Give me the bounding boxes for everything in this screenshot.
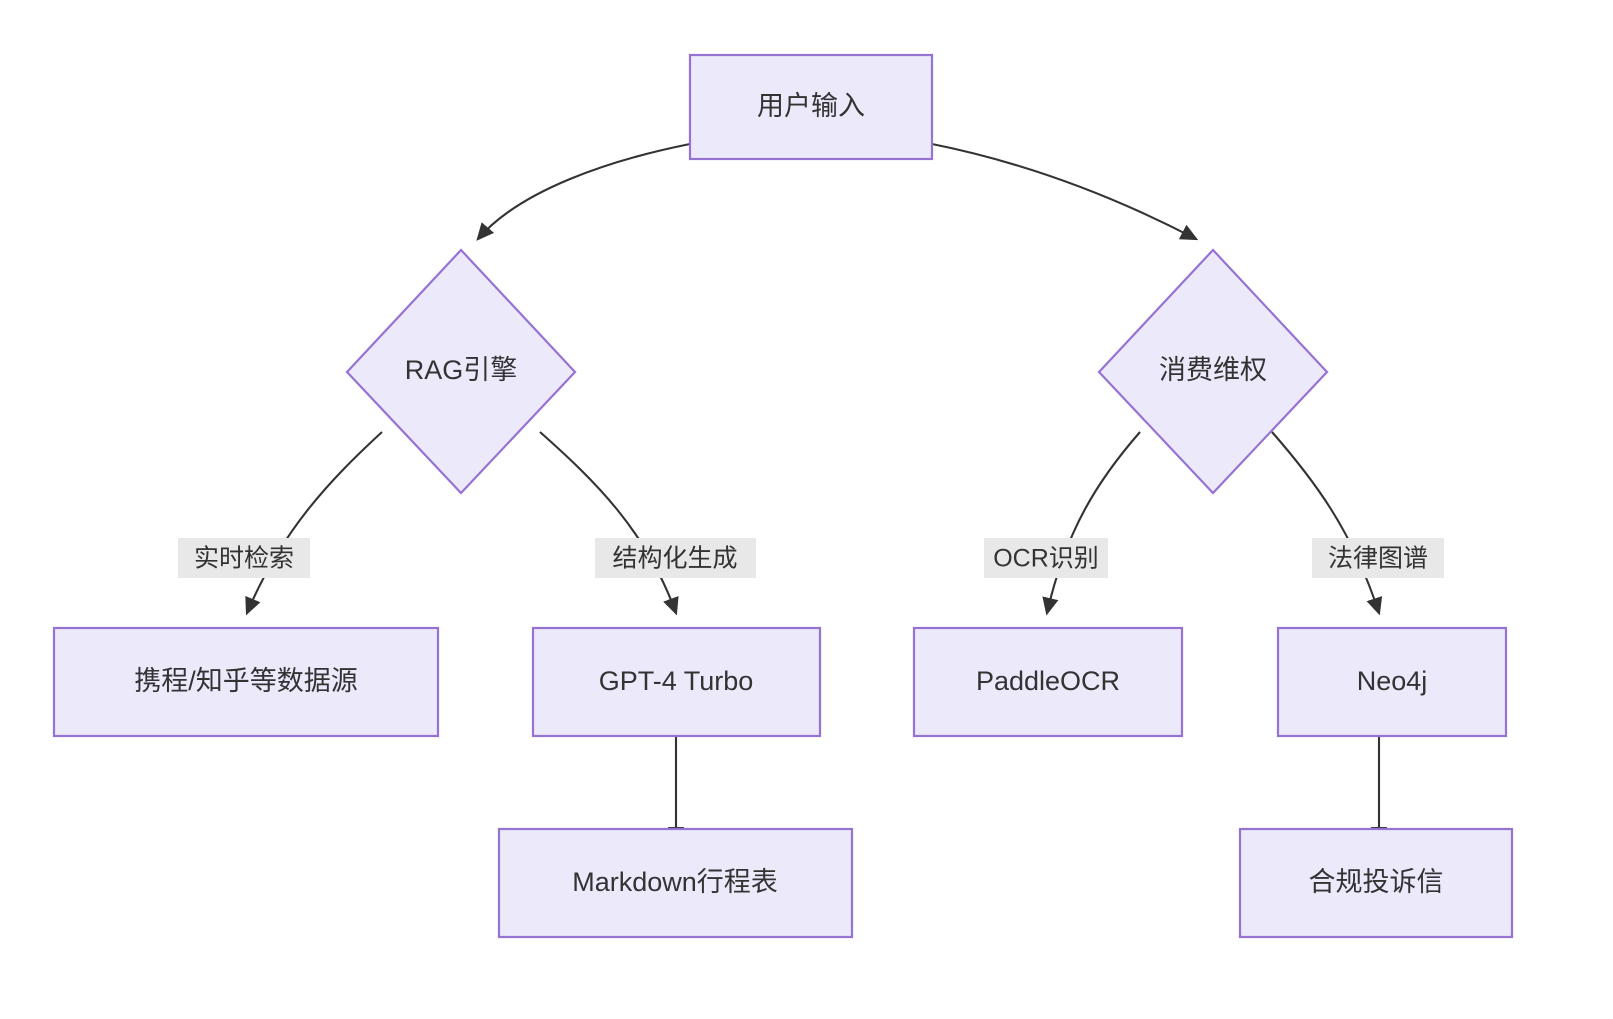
edge-rag-engine-to-data-sources <box>245 431 383 616</box>
edge-user-input-to-consumer-rights <box>931 142 1199 241</box>
edge-label-group: 实时检索 结构化生成 OCR识别 法律图谱 <box>178 538 1444 578</box>
edge-label-ocr-recognition-text: OCR识别 <box>993 545 1099 573</box>
node-paddleocr-label: PaddleOCR <box>976 666 1120 696</box>
edge-consumer-rights-to-paddleocr <box>1042 431 1141 616</box>
edge-rag-engine-to-gpt4-turbo <box>539 431 679 616</box>
node-data-sources-label: 携程/知乎等数据源 <box>134 666 358 696</box>
edge-group <box>245 142 1388 845</box>
node-complaint-letter-label: 合规投诉信 <box>1309 867 1444 897</box>
node-consumer-rights[interactable]: 消费维权 <box>1097 248 1329 495</box>
edge-consumer-rights-to-neo4j <box>1271 431 1383 616</box>
edge-label-legal-graph: 法律图谱 <box>1312 538 1444 578</box>
node-user-input-label: 用户输入 <box>757 91 865 121</box>
node-neo4j-label: Neo4j <box>1357 666 1428 696</box>
node-markdown-itinerary[interactable]: Markdown行程表 <box>497 827 854 939</box>
node-gpt4-turbo[interactable]: GPT-4 Turbo <box>531 626 822 738</box>
node-gpt4-turbo-label: GPT-4 Turbo <box>599 666 754 696</box>
node-consumer-rights-label: 消费维权 <box>1159 355 1267 385</box>
node-markdown-itinerary-label: Markdown行程表 <box>572 867 778 897</box>
node-neo4j[interactable]: Neo4j <box>1276 626 1508 738</box>
node-complaint-letter[interactable]: 合规投诉信 <box>1238 827 1514 939</box>
edge-label-realtime-retrieval-text: 实时检索 <box>194 545 294 573</box>
node-rag-engine-label: RAG引擎 <box>405 355 518 385</box>
node-rag-engine[interactable]: RAG引擎 <box>345 248 577 495</box>
node-data-sources[interactable]: 携程/知乎等数据源 <box>52 626 440 738</box>
edge-label-structured-generation: 结构化生成 <box>595 538 756 578</box>
edge-user-input-to-rag-engine <box>476 142 691 241</box>
edge-label-structured-generation-text: 结构化生成 <box>612 545 737 573</box>
node-user-input[interactable]: 用户输入 <box>688 53 934 161</box>
edge-label-legal-graph-text: 法律图谱 <box>1328 545 1428 573</box>
node-paddleocr[interactable]: PaddleOCR <box>912 626 1184 738</box>
edge-label-ocr-recognition: OCR识别 <box>984 538 1108 578</box>
edge-label-realtime-retrieval: 实时检索 <box>178 538 310 578</box>
